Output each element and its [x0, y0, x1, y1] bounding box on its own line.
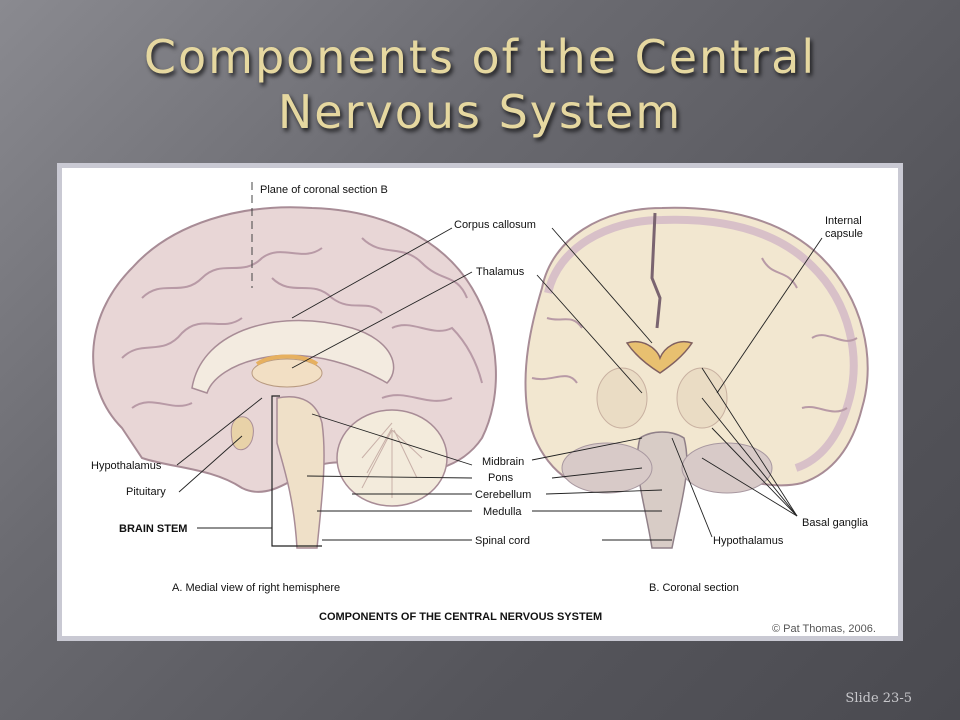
slide-number: Slide 23-5: [845, 691, 912, 706]
brain-illustration: Plane of coronal section B Corpus callos…: [91, 182, 876, 635]
label-plane-of-coronal-section: Plane of coronal section B: [260, 184, 388, 196]
label-hypothalamus-a: Hypothalamus: [91, 460, 162, 472]
label-internal-capsule-line2: capsule: [825, 228, 863, 240]
slide-title-line-2: Nervous System: [277, 85, 683, 139]
image-credit: © Pat Thomas, 2006.: [772, 623, 876, 635]
figure-caption: COMPONENTS OF THE CENTRAL NERVOUS SYSTEM: [319, 611, 602, 623]
slide-title-line-1: Components of the Central: [143, 30, 817, 84]
leader-lines: [176, 227, 823, 541]
caption-panel-a: A. Medial view of right hemisphere: [172, 582, 340, 594]
caption-panel-b: B. Coronal section: [649, 582, 739, 594]
label-pons: Pons: [488, 472, 514, 484]
label-medulla: Medulla: [483, 506, 522, 518]
cerebellum-shape: [336, 409, 448, 507]
coronal-section-brain: [524, 206, 869, 549]
label-brain-stem: BRAIN STEM: [119, 523, 187, 535]
medial-view-brain: [92, 182, 497, 549]
label-spinal-cord: Spinal cord: [475, 535, 530, 547]
figure-frame: Plane of coronal section B Corpus callos…: [57, 163, 903, 641]
label-thalamus: Thalamus: [476, 266, 525, 278]
label-internal-capsule-line1: Internal: [825, 215, 862, 227]
label-basal-ganglia: Basal ganglia: [802, 517, 869, 529]
label-corpus-callosum: Corpus callosum: [454, 219, 536, 231]
label-pituitary: Pituitary: [126, 486, 166, 498]
figure-panel: Plane of coronal section B Corpus callos…: [62, 168, 898, 636]
slide-title: Components of the Central Nervous System: [0, 30, 960, 140]
label-cerebellum: Cerebellum: [475, 489, 531, 501]
label-hypothalamus-b: Hypothalamus: [713, 535, 784, 547]
label-midbrain: Midbrain: [482, 456, 524, 468]
